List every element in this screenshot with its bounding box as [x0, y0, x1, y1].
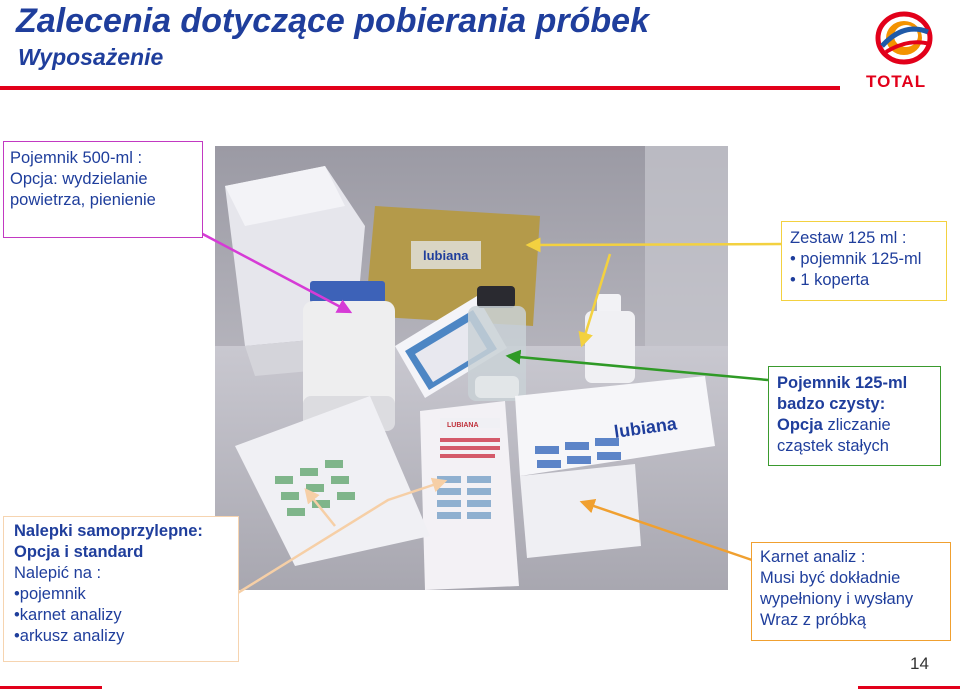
page-subtitle: Wyposażenie [18, 44, 164, 70]
callout-item: •karnet analizy [14, 606, 122, 624]
callout-line: Nalepić na : [14, 564, 102, 582]
callout-heading-2: Opcja i standard [14, 543, 144, 561]
callout-item: • pojemnik 125-ml [790, 250, 922, 268]
callout-heading: Karnet analiz : [760, 548, 866, 566]
envelope-label: lubiana [423, 248, 469, 263]
callout-karnet: Karnet analiz : Musi być dokładnie wypeł… [751, 542, 951, 641]
footer-rule-left [0, 686, 102, 689]
total-logo [875, 11, 933, 65]
title-rule [0, 86, 840, 90]
callout-item: • 1 koperta [790, 271, 870, 289]
equipment-photo: lubiana LUBIANA [215, 146, 728, 590]
callout-heading-2: badzo czysty: [777, 395, 886, 413]
analysis-sheet: LUBIANA [420, 401, 519, 590]
callout-line: cząstek stałych [777, 437, 889, 455]
callout-line: wypełniony i wysłany [760, 590, 914, 608]
total-logo-mark [875, 11, 933, 65]
callout-option-label: Opcja [777, 416, 823, 434]
callout-line: Pojemnik 500-ml : [10, 149, 143, 167]
callout-zestaw: Zestaw 125 ml : • pojemnik 125-ml • 1 ko… [781, 221, 947, 301]
callout-line: powietrza, pienienie [10, 191, 156, 209]
callout-line: Opcja: wydzielanie [10, 170, 148, 188]
total-logo-text: TOTAL [866, 72, 927, 91]
callout-heading: Zestaw 125 ml : [790, 229, 907, 247]
callout-nalepki: Nalepki samoprzylepne: Opcja i standard … [3, 516, 239, 662]
callout-heading: Pojemnik 125-ml [777, 374, 908, 392]
page-title: Zalecenia dotyczące pobierania próbek [16, 2, 650, 40]
callout-line: Musi być dokładnie [760, 569, 901, 587]
page-number: 14 [910, 654, 929, 673]
callout-item: •pojemnik [14, 585, 86, 603]
callout-option-text: zliczanie [822, 416, 891, 434]
callout-pojemnik-czysty: Pojemnik 125-ml badzo czysty: Opcja zlic… [768, 366, 941, 466]
sheet-title: LUBIANA [447, 422, 479, 429]
callout-heading: Nalepki samoprzylepne: [14, 522, 203, 540]
callout-pojemnik-500: Pojemnik 500-ml : Opcja: wydzielanie pow… [3, 141, 203, 238]
callout-item: •arkusz analizy [14, 627, 125, 645]
callout-line: Wraz z próbką [760, 611, 867, 629]
footer-rule-right [858, 686, 960, 689]
